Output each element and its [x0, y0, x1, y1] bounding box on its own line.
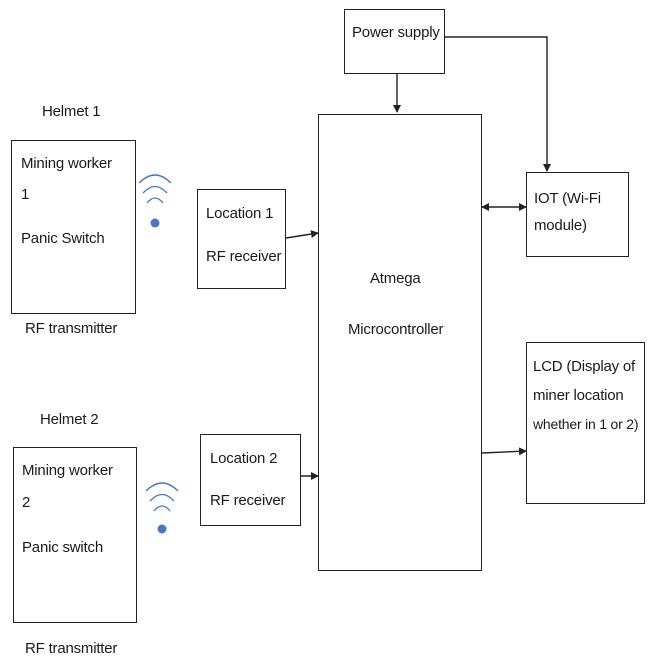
wifi-signal-icon — [138, 174, 172, 228]
wire-loc1-to-mcu — [285, 230, 319, 239]
helmet2-transmitter-label: RF transmitter — [25, 640, 118, 657]
lcd-display-box: LCD (Display of miner location whether i… — [526, 342, 645, 504]
helmet1-panic-switch-label: Panic Switch — [21, 230, 105, 247]
location2-receiver-label: RF receiver — [210, 492, 286, 509]
wifi-signal-icon — [145, 482, 179, 534]
location2-label: Location 2 — [210, 450, 278, 467]
lcd-label-line3: whether in 1 or 2) — [533, 416, 639, 432]
helmet1-worker-label: Mining worker — [21, 155, 112, 172]
location1-label: Location 1 — [206, 205, 274, 222]
helmet1-transmitter-label: RF transmitter — [25, 320, 118, 337]
helmet2-title: Helmet 2 — [40, 411, 99, 428]
iot-wifi-module-box: IOT (Wi-Fi module) — [526, 172, 629, 257]
location2-receiver-box: Location 2 RF receiver — [200, 434, 301, 526]
helmet2-box: Mining worker 2 Panic switch — [13, 447, 137, 623]
power-supply-box: Power supply — [344, 9, 445, 74]
helmet2-worker-label: Mining worker — [22, 462, 113, 479]
lcd-label-line1: LCD (Display of — [533, 358, 636, 375]
iot-label-line1: IOT (Wi-Fi — [534, 190, 601, 207]
power-supply-label: Power supply — [352, 24, 440, 41]
iot-label-line2: module) — [534, 217, 587, 234]
mcu-name-label: Atmega — [370, 270, 421, 287]
location1-receiver-box: Location 1 RF receiver — [197, 189, 286, 289]
helmet1-title: Helmet 1 — [42, 103, 101, 120]
helmet1-worker-number: 1 — [21, 186, 30, 203]
helmet1-box: Mining worker 1 Panic Switch — [11, 140, 136, 314]
helmet2-worker-number: 2 — [22, 494, 31, 511]
microcontroller-box: Atmega Microcontroller — [318, 114, 482, 571]
lcd-label-line2: miner location — [533, 387, 624, 404]
mcu-type-label: Microcontroller — [348, 321, 444, 338]
location1-receiver-label: RF receiver — [206, 248, 282, 265]
helmet2-panic-switch-label: Panic switch — [22, 539, 103, 556]
wire-mcu-to-lcd — [481, 447, 527, 456]
